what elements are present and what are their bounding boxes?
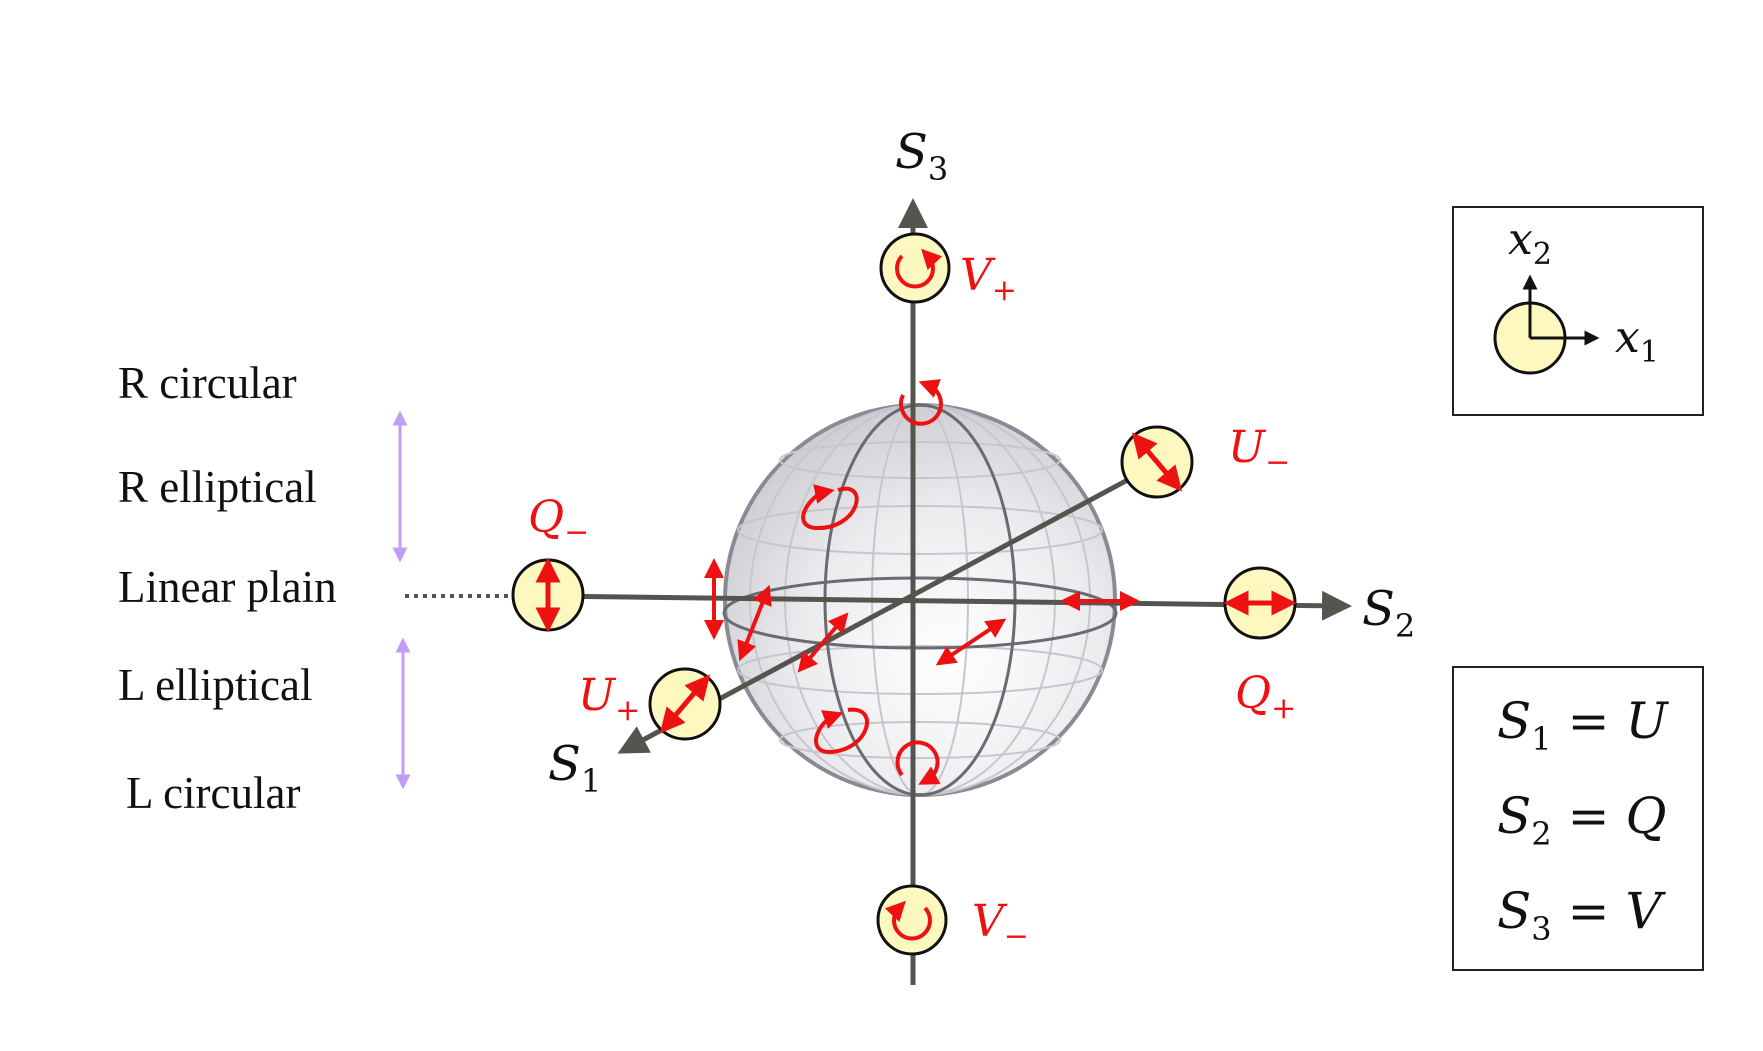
x2-label: x2 [1508, 214, 1552, 272]
equator-linear-glyph-4 [935, 618, 1007, 666]
q-minus-label: Q− [528, 492, 589, 550]
coordinate-inset: x2 x1 [1452, 206, 1704, 416]
u-plus-label: U+ [578, 670, 640, 728]
v-plus-marker [879, 232, 951, 304]
s1-axis-label: S1 [548, 736, 601, 800]
x1-label: x1 [1615, 312, 1659, 370]
q-minus-marker [511, 557, 585, 633]
upper-elliptical-glyph [801, 484, 859, 531]
label-linear-plain: Linear plain [118, 562, 337, 612]
s3-axis-label: S3 [895, 124, 948, 188]
equivalence-box: S1=U S2=Q S3=V [1452, 666, 1704, 971]
ellipticity-scale: R circular R elliptical Linear plain L e… [118, 358, 510, 818]
north-pole-circular-glyph [899, 379, 943, 426]
label-r-elliptical: R elliptical [118, 462, 317, 512]
u-minus-marker [1120, 425, 1194, 499]
equivalence-row-2: S2=Q [1497, 787, 1667, 853]
south-pole-circular-glyph [895, 740, 941, 785]
q-plus-label: Q+ [1235, 668, 1296, 726]
sphere-polarization-glyphs [704, 379, 1140, 785]
equator [722, 576, 1118, 650]
s2-axis [544, 590, 1352, 621]
lower-elliptical-glyph [814, 707, 869, 755]
u-minus-label: U− [1228, 422, 1290, 480]
u-plus-marker [648, 667, 722, 741]
v-minus-marker [876, 884, 948, 956]
label-r-circular: R circular [118, 358, 297, 408]
label-l-circular: L circular [126, 768, 300, 818]
equivalence-row-1: S1=U [1497, 692, 1670, 758]
label-l-elliptical: L elliptical [118, 660, 313, 710]
equator-linear-glyph-2 [737, 584, 772, 662]
equivalence-row-3: S3=V [1497, 882, 1667, 948]
equator-linear-glyph-3 [797, 612, 849, 673]
q-plus-marker [1223, 566, 1297, 640]
s2-axis-label: S2 [1362, 581, 1415, 645]
v-plus-label: V+ [960, 250, 1017, 308]
v-minus-label: V− [972, 896, 1029, 954]
